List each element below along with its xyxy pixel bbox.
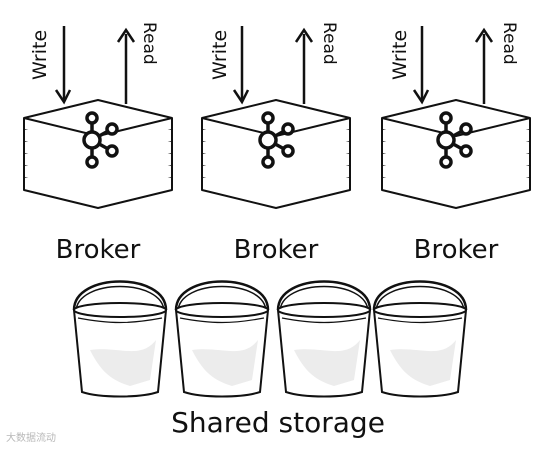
- read-label: Read: [319, 22, 339, 65]
- read-arrow-icon: [474, 27, 494, 104]
- write-arrow-icon: [54, 26, 72, 105]
- bucket-icon: [72, 280, 168, 398]
- read-arrow-icon: [294, 27, 314, 104]
- broker-label: Broker: [234, 235, 319, 265]
- bucket-icon: [276, 280, 372, 398]
- broker-stack-2: [201, 99, 351, 209]
- read-label: Read: [139, 22, 159, 65]
- bucket-icon: [372, 280, 468, 398]
- write-label: Write: [29, 30, 51, 80]
- read-arrow-icon: [116, 27, 136, 104]
- write-arrow-icon: [232, 26, 250, 105]
- bucket-icon: [174, 280, 270, 398]
- broker-label: Broker: [414, 235, 499, 265]
- broker-stack-3: [381, 99, 531, 209]
- shared-storage: Shared storage: [72, 280, 468, 439]
- watermark: 大数据流动: [6, 433, 56, 444]
- write-label: Write: [389, 30, 411, 80]
- broker-2: Write Read Broker: [201, 22, 351, 265]
- read-label: Read: [499, 22, 519, 65]
- write-arrow-icon: [412, 26, 430, 105]
- broker-label: Broker: [56, 235, 141, 265]
- broker-1: Write Read Broker: [23, 22, 173, 265]
- write-label: Write: [209, 30, 231, 80]
- shared-storage-label: Shared storage: [171, 406, 385, 439]
- broker-3: Write Read Broker: [381, 22, 531, 265]
